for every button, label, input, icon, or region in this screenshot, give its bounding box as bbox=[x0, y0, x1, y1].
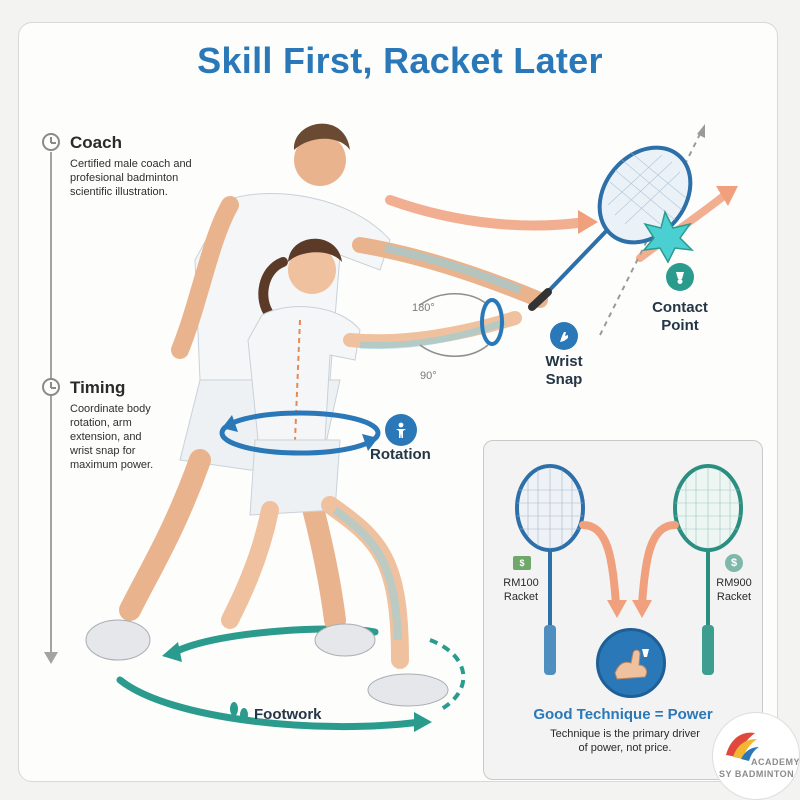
wrist-icon bbox=[550, 322, 578, 350]
racket-comparison-graphic bbox=[515, 464, 743, 675]
angle-180-label: 180° bbox=[412, 302, 435, 314]
dollar-icon: $ bbox=[725, 554, 743, 572]
coach-description: Certified male coach and profesional bad… bbox=[70, 158, 192, 198]
academy-logo: ACADEMY SY BADMINTON bbox=[712, 712, 800, 800]
flexed-arm-icon bbox=[596, 628, 666, 698]
good-technique-heading: Good Technique = Power bbox=[533, 706, 713, 723]
footwork-label: Footwork bbox=[254, 706, 322, 723]
good-technique-text: Technique is the primary driver of power… bbox=[550, 728, 700, 754]
footprints-icon bbox=[230, 702, 248, 722]
logo-line1: ACADEMY bbox=[751, 757, 800, 767]
logo-line2: SY BADMINTON bbox=[719, 769, 795, 779]
cheap-racket-label: RM100 Racket bbox=[503, 577, 539, 603]
expensive-racket-label: RM900 Racket bbox=[716, 577, 752, 603]
clock-icon bbox=[42, 133, 60, 151]
person-rotation-icon bbox=[385, 414, 417, 446]
angle-90-label: 90° bbox=[420, 370, 437, 382]
shuttlecock-icon bbox=[666, 263, 694, 291]
rotation-label: Rotation bbox=[370, 446, 431, 463]
timeline-line bbox=[50, 152, 52, 657]
coach-heading: Coach bbox=[70, 133, 122, 152]
wrist-snap-label: Wrist Snap bbox=[545, 353, 583, 388]
timing-description: Coordinate body rotation, arm extension,… bbox=[70, 403, 154, 471]
timing-heading: Timing bbox=[70, 378, 126, 397]
logo-emblem bbox=[726, 732, 759, 761]
contact-point-label: Contact Point bbox=[652, 299, 708, 334]
timeline-arrow-icon bbox=[44, 652, 58, 664]
page-title: Skill First, Racket Later bbox=[197, 40, 603, 81]
money-icon: $ bbox=[513, 556, 531, 570]
clock-icon bbox=[42, 378, 60, 396]
